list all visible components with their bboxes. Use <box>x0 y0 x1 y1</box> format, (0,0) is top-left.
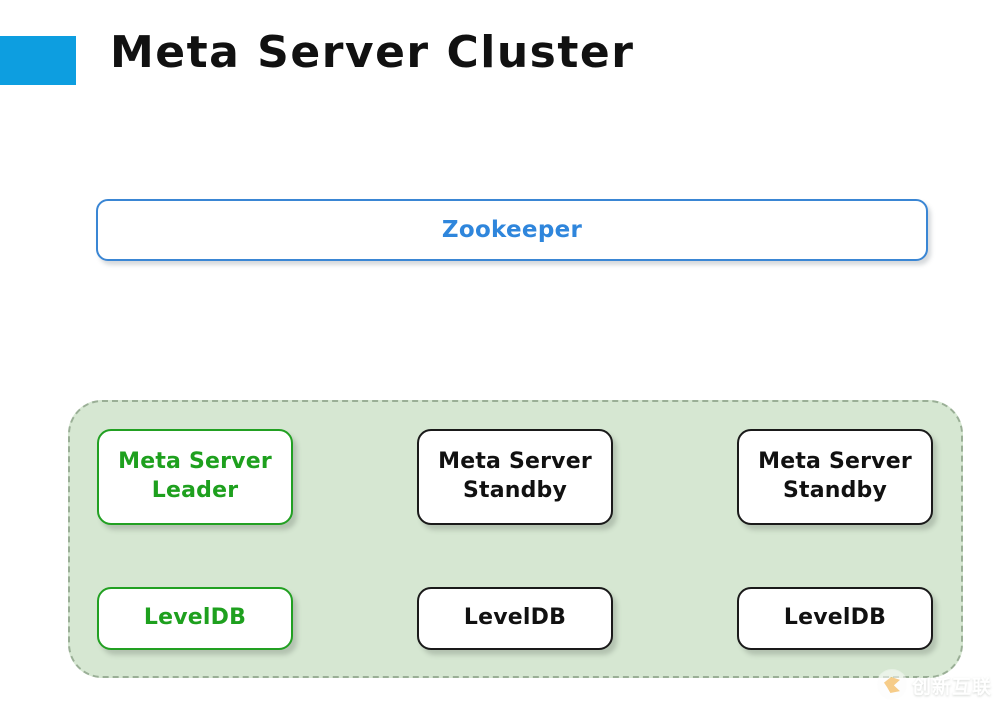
meta-server-leader-label: Meta Server Leader <box>118 449 272 503</box>
zookeeper-node: Zookeeper <box>96 199 928 261</box>
meta-server-standby-2-label: Meta Server Standby <box>758 449 912 503</box>
leveldb-standby-2-card: LevelDB <box>737 587 933 650</box>
meta-server-standby-2-card: Meta Server Standby <box>737 429 933 525</box>
leveldb-leader-card: LevelDB <box>97 587 293 650</box>
header-accent-block <box>0 36 76 85</box>
page-title: Meta Server Cluster <box>110 27 635 78</box>
zookeeper-label: Zookeeper <box>441 217 583 243</box>
meta-server-standby-1-label: Meta Server Standby <box>438 449 592 503</box>
meta-server-leader-card: Meta Server Leader <box>97 429 293 525</box>
meta-server-cluster-group: Meta Server Leader LevelDB Meta Server S… <box>68 400 963 678</box>
meta-server-standby-1-card: Meta Server Standby <box>417 429 613 525</box>
leveldb-standby-2-label: LevelDB <box>783 605 887 631</box>
leveldb-standby-1-card: LevelDB <box>417 587 613 650</box>
leveldb-standby-1-label: LevelDB <box>463 605 567 631</box>
leveldb-leader-label: LevelDB <box>143 605 247 631</box>
